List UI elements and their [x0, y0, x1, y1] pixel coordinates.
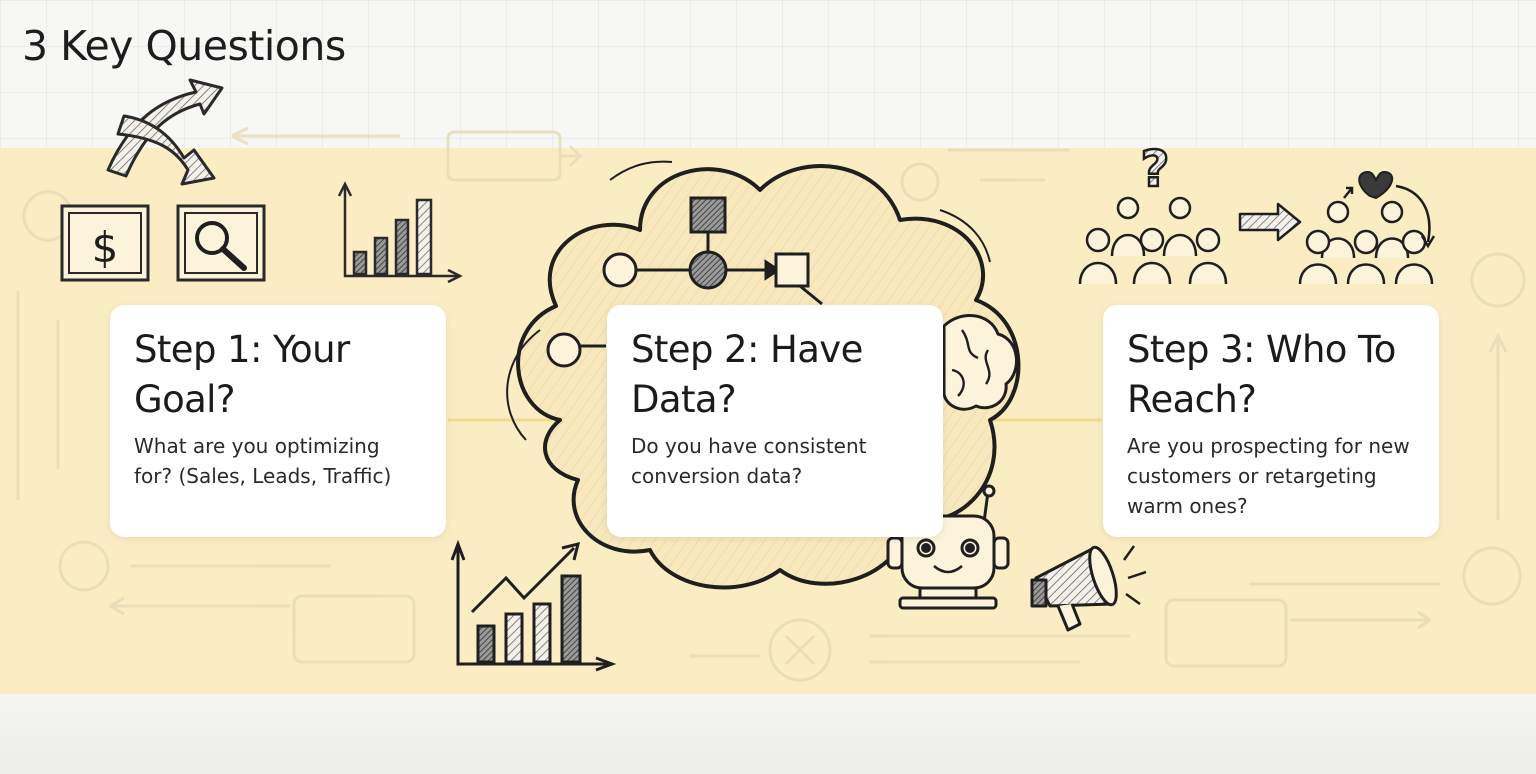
- bottom-strip: [0, 694, 1536, 774]
- dollar-symbol: $: [92, 223, 119, 272]
- megaphone-icon: [1030, 545, 1147, 632]
- bar-chart-icon: [337, 181, 463, 284]
- question-mark-icon: ?: [1140, 140, 1169, 198]
- brain-icon: [942, 314, 1018, 411]
- magnifier-icon: [176, 204, 266, 282]
- rising-chart-icon: [450, 539, 617, 672]
- heart-icon: [1358, 170, 1394, 200]
- flow-diagram-icon: [546, 196, 823, 368]
- step-3-heading: Step 3: Who To Reach?: [1127, 328, 1396, 421]
- dollar-icon: $: [60, 204, 150, 282]
- step-card-2: Step 2: Have Data? Do you have consisten…: [607, 305, 943, 537]
- targeted-audience-icon: [1298, 184, 1436, 285]
- step-2-heading: Step 2: Have Data?: [631, 328, 863, 421]
- step-card-1: Step 1: Your Goal? What are you optimizi…: [110, 305, 446, 537]
- step-3-description: Are you prospecting for new customers or…: [1127, 434, 1410, 518]
- crossing-arrows-icon: [106, 78, 224, 186]
- step-2-description: Do you have consistent conversion data?: [631, 434, 867, 488]
- arrow-right-icon: [1238, 202, 1302, 242]
- audience-icon: [1078, 196, 1228, 285]
- step-card-3: Step 3: Who To Reach? Are you prospectin…: [1103, 305, 1439, 537]
- step-1-heading: Step 1: Your Goal?: [134, 328, 350, 421]
- step-1-description: What are you optimizing for? (Sales, Lea…: [134, 434, 392, 488]
- page-title: 3 Key Questions: [22, 22, 346, 70]
